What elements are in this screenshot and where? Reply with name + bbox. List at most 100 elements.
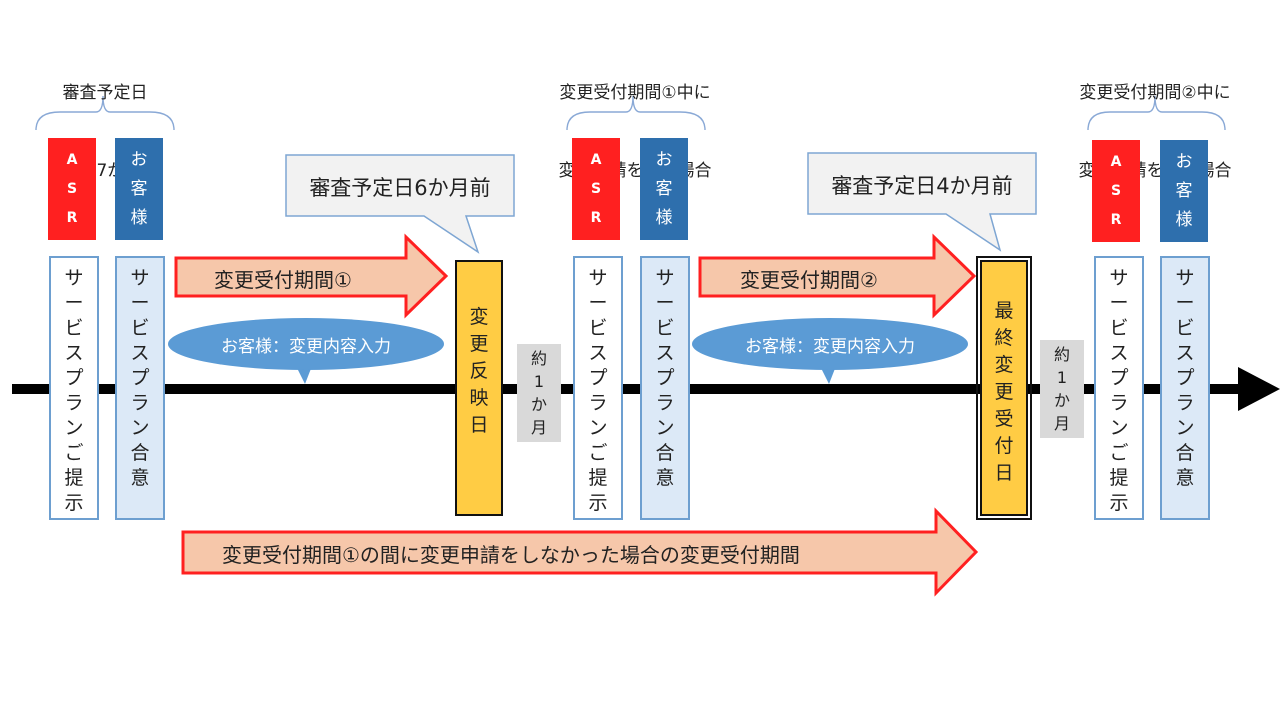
group-3-note-line1: 変更受付期間②中に (1079, 83, 1231, 103)
agreement-box-2-char: ー (655, 292, 675, 314)
gap-box-1-char: 約 (530, 349, 547, 368)
asr-tag-3: A S R (1092, 140, 1140, 242)
brace-group-3 (1087, 95, 1226, 131)
change-effective-date-box: 変 更 反 映 日 (455, 260, 503, 516)
gap-box-2-char: 月 (1053, 414, 1070, 433)
proposal-box-2-char: ご (588, 442, 608, 464)
period-arrow-1-shape (174, 233, 449, 319)
agreement-box-3-char: サ (1175, 267, 1195, 289)
asr-tag-3-char: A (1110, 153, 1122, 170)
change-effective-date-char: 反 (469, 360, 489, 382)
proposal-box-2-char: サ (588, 267, 608, 289)
agreement-box-2-char: 合 (655, 442, 675, 464)
agreement-box-1-char: プ (130, 367, 150, 389)
proposal-box-2-char: ラ (588, 392, 608, 414)
proposal-box-2-char: 提 (588, 467, 608, 489)
agreement-box-1-char: ン (130, 417, 150, 439)
gap-box-1-char: 1 (533, 372, 545, 391)
proposal-box-2-char: ス (588, 342, 608, 364)
agreement-box-3-char: ビ (1175, 317, 1195, 339)
asr-tag-2-char: S (590, 180, 602, 197)
customer-input-oval-1: お客様：変更内容入力 (168, 318, 444, 370)
gap-box-2-char: 1 (1056, 368, 1068, 387)
agreement-box-3: サ ー ビ ス プ ラ ン 合 意 (1160, 256, 1210, 520)
final-change-acceptance-date-char: 付 (994, 435, 1014, 457)
period-arrow-2-shape (698, 233, 977, 319)
proposal-box-1-char: ス (64, 342, 84, 364)
agreement-box-2-char: プ (655, 367, 675, 389)
asr-tag-2-char: R (590, 209, 602, 226)
customer-tag-3-char: 客 (1175, 180, 1193, 201)
agreement-box-1: サ ー ビ ス プ ラ ン 合 意 (115, 256, 165, 520)
change-effective-date-char: 更 (469, 333, 489, 355)
agreement-box-1-char: ス (130, 342, 150, 364)
gap-box-1: 約 1 か 月 (517, 344, 561, 442)
customer-tag-2: お 客 様 (640, 138, 688, 240)
callout-2-shape (807, 152, 1037, 252)
callout-2-text: 審査予定日4か月前 (831, 174, 1013, 198)
asr-tag-1-char: R (66, 209, 78, 226)
final-change-acceptance-date-box: 最 終 変 更 受 付 日 (976, 256, 1032, 520)
brace-group-1 (35, 95, 175, 131)
agreement-box-1-char: サ (130, 267, 150, 289)
agreement-box-1-char: 合 (130, 442, 150, 464)
final-change-acceptance-date-char: 更 (994, 381, 1014, 403)
asr-tag-2: A S R (572, 138, 620, 240)
proposal-box-2-char: ビ (588, 317, 608, 339)
proposal-box-1-char: ー (64, 292, 84, 314)
timeline-arrowhead (1238, 367, 1280, 411)
proposal-box-1-char: ビ (64, 317, 84, 339)
agreement-box-1-char: ー (130, 292, 150, 314)
customer-tag-1-char: 客 (130, 178, 148, 199)
proposal-box-2-char: ン (588, 417, 608, 439)
asr-tag-1: A S R (48, 138, 96, 240)
callout-1-text: 審査予定日6か月前 (309, 176, 491, 200)
agreement-box-2: サ ー ビ ス プ ラ ン 合 意 (640, 256, 690, 520)
proposal-box-3-char: ラ (1109, 392, 1129, 414)
change-effective-date-char: 変 (469, 306, 489, 328)
customer-input-oval-2: お客様：変更内容入力 (692, 318, 968, 370)
proposal-box-1-char: サ (64, 267, 84, 289)
asr-tag-3-char: S (1110, 182, 1122, 199)
proposal-box-3-char: 提 (1109, 467, 1129, 489)
customer-tag-3-char: お (1175, 151, 1193, 172)
customer-tag-3-char: 様 (1175, 209, 1193, 230)
proposal-box-1-char: ご (64, 442, 84, 464)
gap-box-2-char: か (1053, 391, 1070, 410)
agreement-box-2-char: ビ (655, 317, 675, 339)
customer-tag-1-char: お (130, 149, 148, 170)
change-effective-date-char: 映 (469, 387, 489, 409)
group-1-note-line1: 審査予定日 (62, 83, 148, 103)
agreement-box-2-char: サ (655, 267, 675, 289)
customer-tag-2-char: お (655, 149, 673, 170)
proposal-box-2: サ ー ビ ス プ ラ ン ご 提 示 (573, 256, 623, 520)
proposal-box-3-char: 示 (1109, 492, 1129, 514)
final-change-acceptance-date-char: 受 (994, 408, 1014, 430)
change-effective-date-char: 日 (469, 414, 489, 436)
period-arrow-2-label: 変更受付期間② (740, 268, 878, 292)
agreement-box-3-char: 合 (1175, 442, 1195, 464)
proposal-box-3-char: ご (1109, 442, 1129, 464)
group-1-note-line2: 約9～7か月前 (51, 161, 159, 181)
gap-box-1-char: か (530, 395, 547, 414)
agreement-box-3-char: ラ (1175, 392, 1195, 414)
proposal-box-2-char: 示 (588, 492, 608, 514)
bottom-arrow-shape (181, 507, 979, 597)
agreement-box-3-char: プ (1175, 367, 1195, 389)
final-change-acceptance-date-char: 最 (994, 300, 1014, 322)
proposal-box-3-char: ス (1109, 342, 1129, 364)
group-1-note: 審査予定日 約9～7か月前 (20, 28, 190, 210)
proposal-box-3-char: プ (1109, 367, 1129, 389)
proposal-box-2-char: ー (588, 292, 608, 314)
agreement-box-1-char: 意 (130, 467, 150, 489)
period-arrow-1-label: 変更受付期間① (214, 268, 352, 292)
gap-box-2-char: 約 (1053, 345, 1070, 364)
final-change-acceptance-date-char: 終 (994, 327, 1014, 349)
agreement-box-2-char: ン (655, 417, 675, 439)
proposal-box-3-char: ー (1109, 292, 1129, 314)
proposal-box-1-char: ン (64, 417, 84, 439)
asr-tag-2-char: A (590, 151, 602, 168)
customer-tag-1-char: 様 (130, 207, 148, 228)
bottom-arrow-label: 変更受付期間①の間に変更申請をしなかった場合の変更受付期間 (222, 543, 800, 567)
